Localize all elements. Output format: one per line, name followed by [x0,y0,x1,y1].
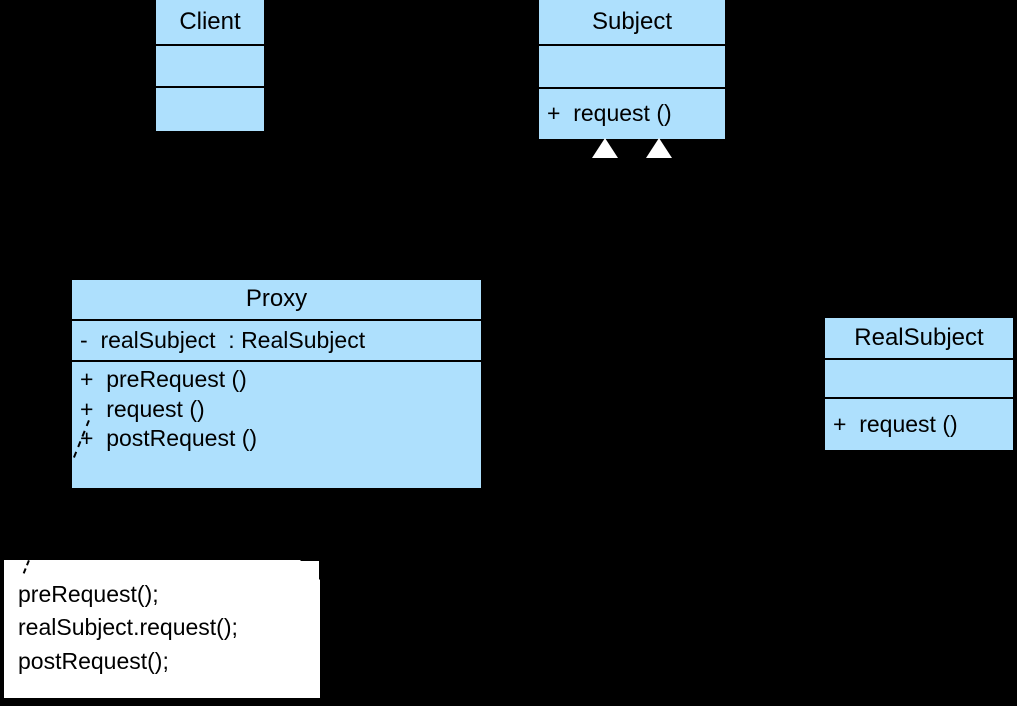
class-title-client: Client [179,7,241,35]
note-line-realsubject-request: realSubject.request(); [18,614,238,641]
note-fold-corner-inner-icon [300,561,319,580]
class-operations-compartment-proxy: + preRequest () + request () + postReque… [72,362,481,488]
class-name-compartment-subject: Subject [539,0,725,46]
operation-realsubject-request: + request () [833,410,958,437]
class-name-compartment-proxy: Proxy [72,280,481,322]
uml-class-subject[interactable]: Subject + request () [537,0,727,141]
class-name-compartment-realsubject: RealSubject [825,318,1013,360]
operation-proxy-prerequest: + preRequest () [80,366,247,393]
class-operations-compartment-client [156,88,264,131]
uml-class-realsubject[interactable]: RealSubject + request () [823,316,1015,452]
class-attributes-compartment-proxy: - realSubject : RealSubject [72,321,481,363]
class-title-realsubject: RealSubject [854,323,984,351]
class-attributes-compartment-subject [539,45,725,89]
operation-subject-request: + request () [547,100,672,127]
class-operations-compartment-subject: + request () [539,88,725,139]
operation-proxy-request: + request () [80,395,205,422]
class-attributes-compartment-realsubject [825,359,1013,399]
generalization-arrowhead-proxy-to-subject [592,138,618,158]
operation-proxy-postrequest: + postRequest () [80,425,258,452]
uml-class-client[interactable]: Client [154,0,266,133]
note-line-prerequest: preRequest(); [18,581,159,607]
class-operations-compartment-realsubject: + request () [825,398,1013,450]
generalization-arrowhead-realsubject-to-subject [646,138,672,158]
attribute-proxy-realsubject: - realSubject : RealSubject [80,327,366,354]
class-title-proxy: Proxy [245,285,308,313]
uml-note-box[interactable]: preRequest(); realSubject.request(); pos… [2,558,322,700]
class-attributes-compartment-client [156,45,264,89]
note-text-body: preRequest(); realSubject.request(); pos… [18,578,314,678]
note-line-postrequest: postRequest(); [18,647,169,674]
class-title-subject: Subject [591,7,673,35]
class-name-compartment-client: Client [156,0,264,46]
uml-class-proxy[interactable]: Proxy - realSubject : RealSubject + preR… [70,278,483,490]
